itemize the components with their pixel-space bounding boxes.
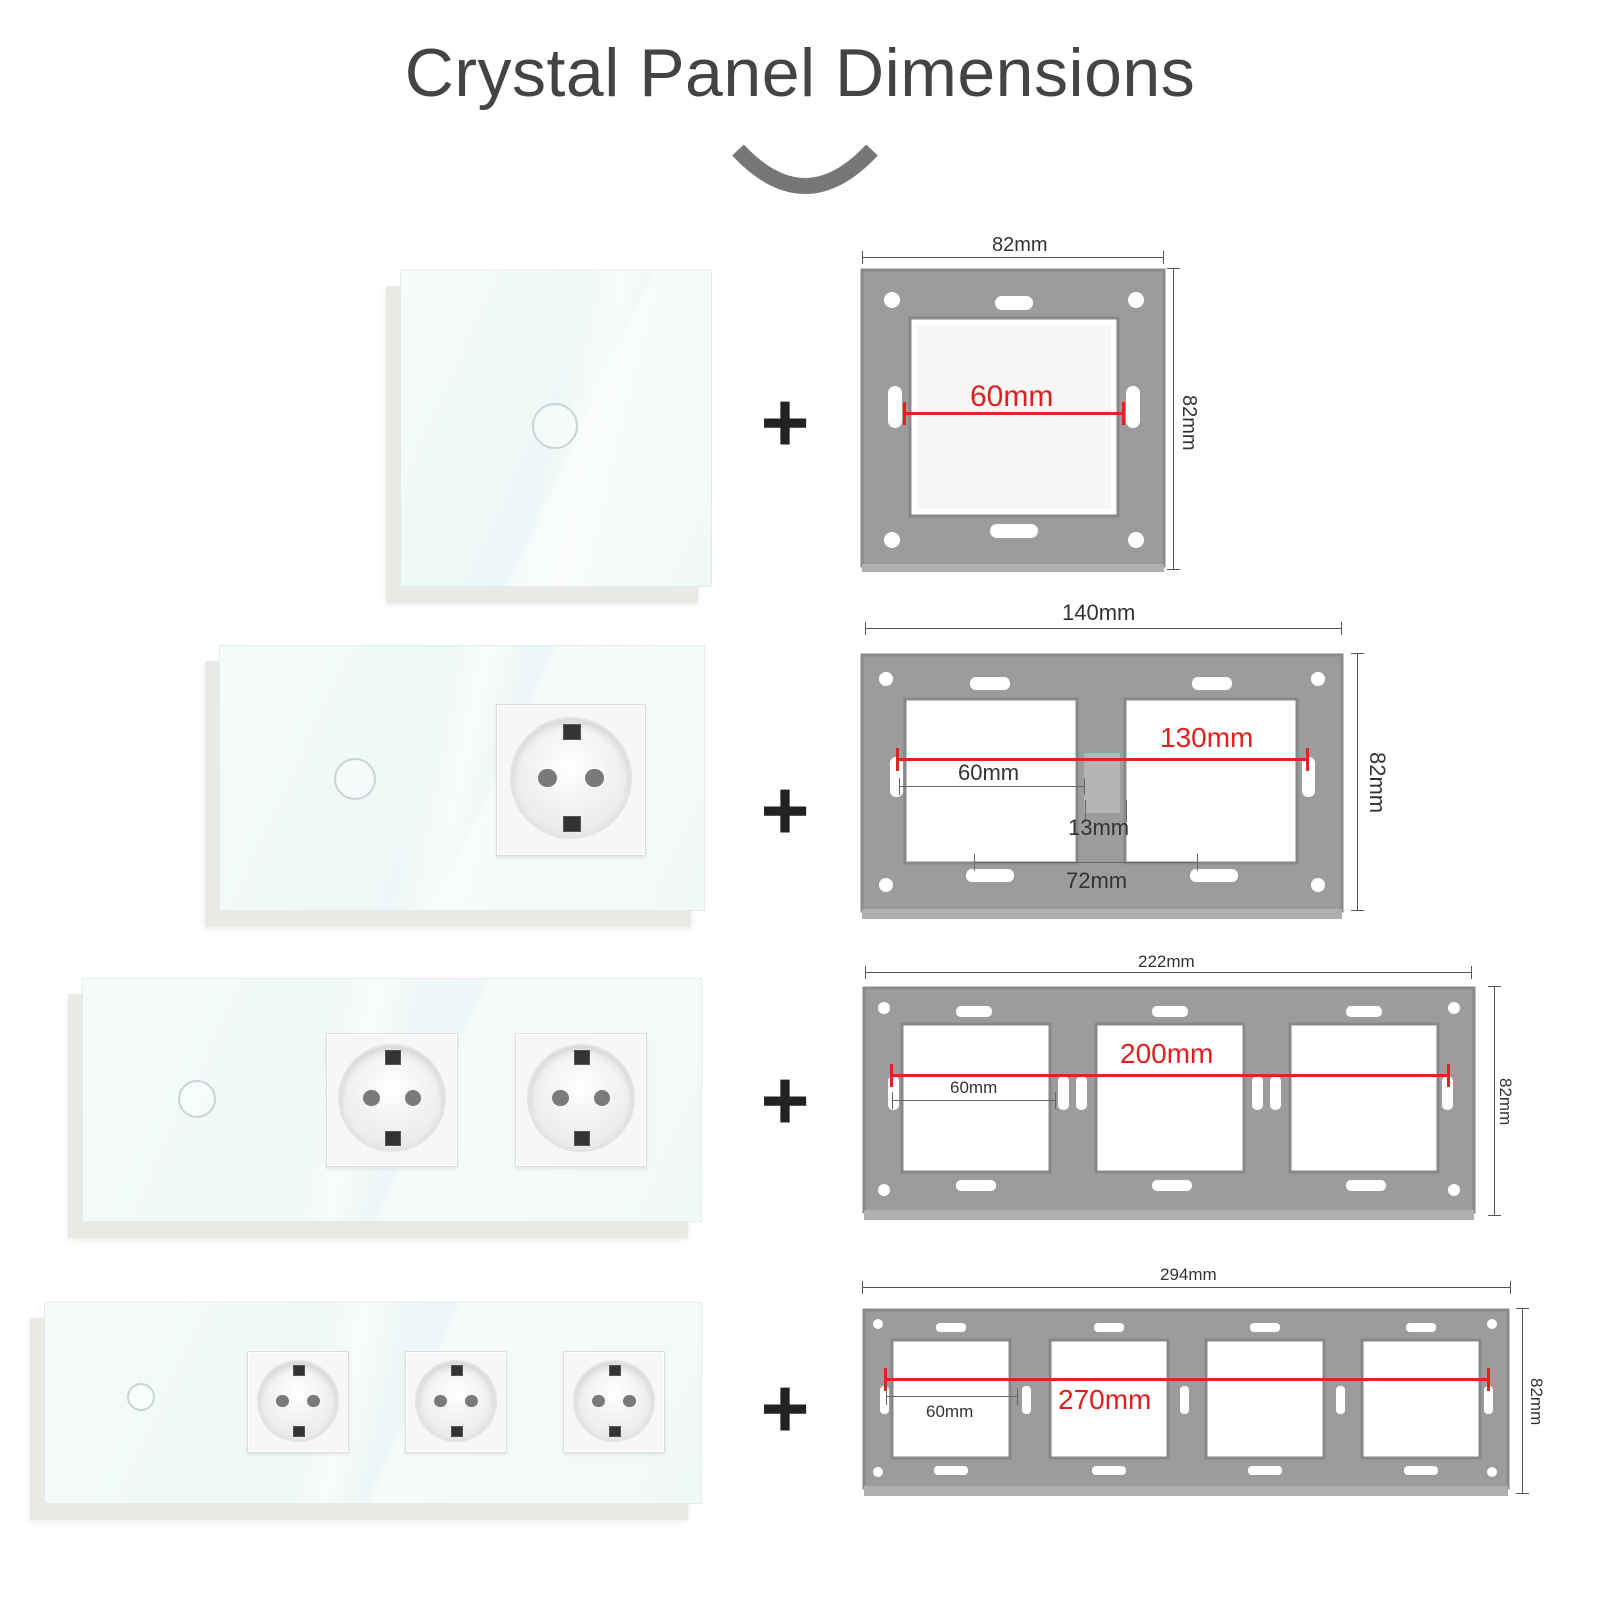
frame-height-line [1167, 268, 1180, 570]
plus-icon: + [760, 1053, 810, 1147]
frame-width-label: 294mm [1160, 1265, 1217, 1284]
schuko-socket [496, 704, 646, 856]
frame-height-line [1488, 986, 1501, 1216]
span-marker [890, 1064, 1450, 1087]
glass-panel-4gang [44, 1302, 702, 1504]
gap-tick [1126, 800, 1127, 822]
frame-width-label: 82mm [992, 234, 1048, 256]
gap-label: 13mm [1068, 815, 1130, 840]
pitch-label: 72mm [1066, 868, 1128, 893]
schuko-socket [405, 1351, 507, 1453]
glass-panel-3gang [82, 978, 702, 1222]
schuko-socket [247, 1351, 349, 1453]
inner-width-label: 60mm [958, 760, 1020, 785]
gap-tick [1085, 800, 1086, 822]
inner-width-marker [903, 402, 1125, 425]
arc-divider-icon [732, 144, 878, 194]
schuko-socket [515, 1033, 647, 1167]
schuko-socket [563, 1351, 665, 1453]
plus-icon: + [760, 1361, 810, 1455]
touch-button [178, 1080, 216, 1118]
inner-width-label: 60mm [970, 380, 1054, 413]
span-marker [896, 748, 1309, 771]
touch-button [127, 1383, 155, 1411]
frame-height-label: 82mm [1365, 752, 1390, 814]
touch-button [334, 758, 376, 800]
frame-height-label: 82mm [1178, 395, 1200, 451]
frame-width-line [865, 966, 1472, 979]
frame-height-line [1351, 653, 1364, 911]
frame-width-label: 140mm [1062, 600, 1136, 625]
mounting-frame-3 [862, 986, 1476, 1220]
plus-icon: + [760, 375, 810, 469]
frame-height-line [1516, 1308, 1529, 1494]
page-title: Crystal Panel Dimensions [404, 35, 1196, 111]
frame-width-line [862, 251, 1164, 264]
touch-button [532, 403, 578, 449]
span-label: 200mm [1120, 1038, 1214, 1069]
frame-width-label: 222mm [1138, 952, 1195, 971]
inner-width-marker [899, 778, 1085, 795]
mounting-frame-4 [862, 1308, 1510, 1496]
frame-height-label: 82mm [1496, 1078, 1515, 1126]
inner-width-label: 60mm [926, 1402, 974, 1421]
glass-panel-1gang [400, 270, 712, 587]
frame-width-line [862, 1281, 1511, 1294]
mounting-frame-2 [860, 653, 1344, 919]
span-label: 130mm [1160, 722, 1254, 753]
frame-height-label: 82mm [1527, 1378, 1546, 1426]
span-marker [884, 1368, 1490, 1391]
glass-panel-2gang [219, 645, 705, 911]
frame-width-line [865, 622, 1342, 635]
inner-width-marker [892, 1092, 1056, 1109]
schuko-socket [326, 1033, 458, 1167]
mounting-frame-1 [860, 268, 1166, 572]
pitch-marker [974, 854, 1198, 871]
inner-width-label: 60mm [950, 1078, 998, 1097]
plus-icon: + [760, 763, 810, 857]
span-label: 270mm [1058, 1384, 1152, 1415]
inner-width-marker [886, 1388, 1018, 1405]
